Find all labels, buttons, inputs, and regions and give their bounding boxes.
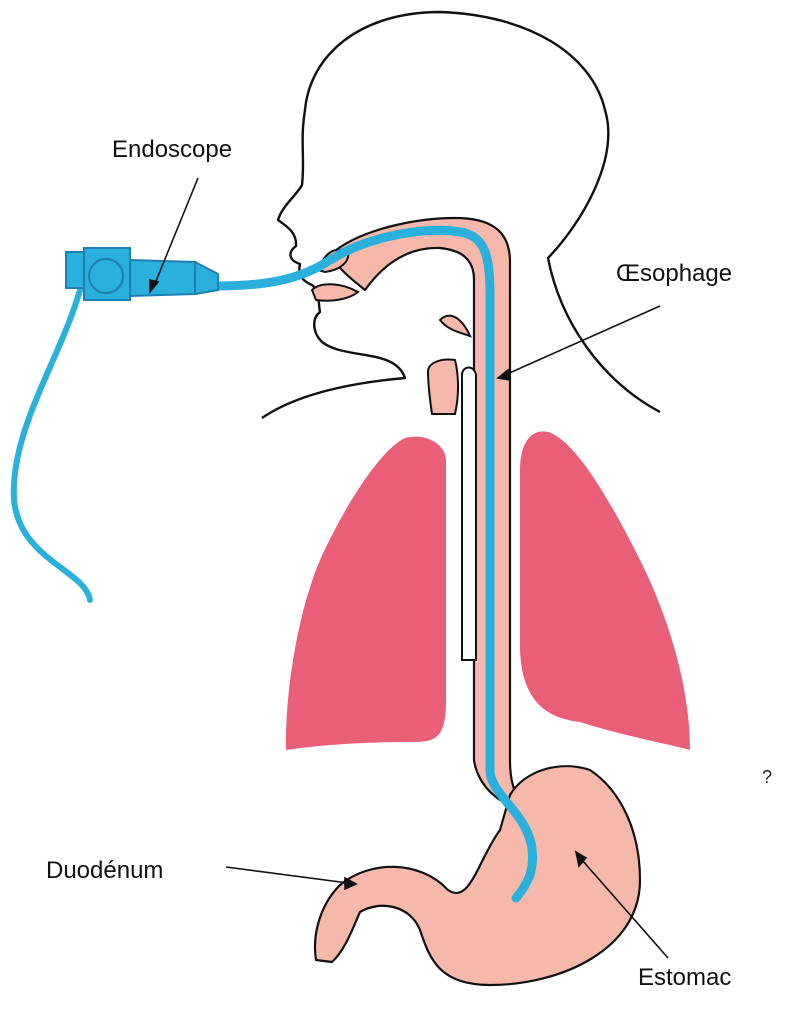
question-mark: ? — [762, 768, 772, 786]
endoscope-cable — [14, 290, 90, 600]
endoscope-label: Endoscope — [112, 138, 232, 162]
stomach — [315, 766, 640, 985]
arrow-duodenum — [226, 867, 348, 883]
larynx — [428, 360, 458, 415]
arrow-oesophagus — [505, 306, 660, 375]
duodenum-label: Duodénum — [46, 859, 163, 883]
lip — [312, 284, 358, 300]
oesophagus-label: Œsophage — [616, 262, 732, 286]
left-lung — [286, 437, 446, 750]
trachea — [462, 367, 476, 660]
stomach-label: Estomac — [638, 966, 731, 990]
epiglottis — [440, 316, 470, 336]
right-lung — [520, 431, 690, 750]
endoscope-handle-icon — [66, 248, 218, 300]
head-outline — [262, 12, 660, 418]
